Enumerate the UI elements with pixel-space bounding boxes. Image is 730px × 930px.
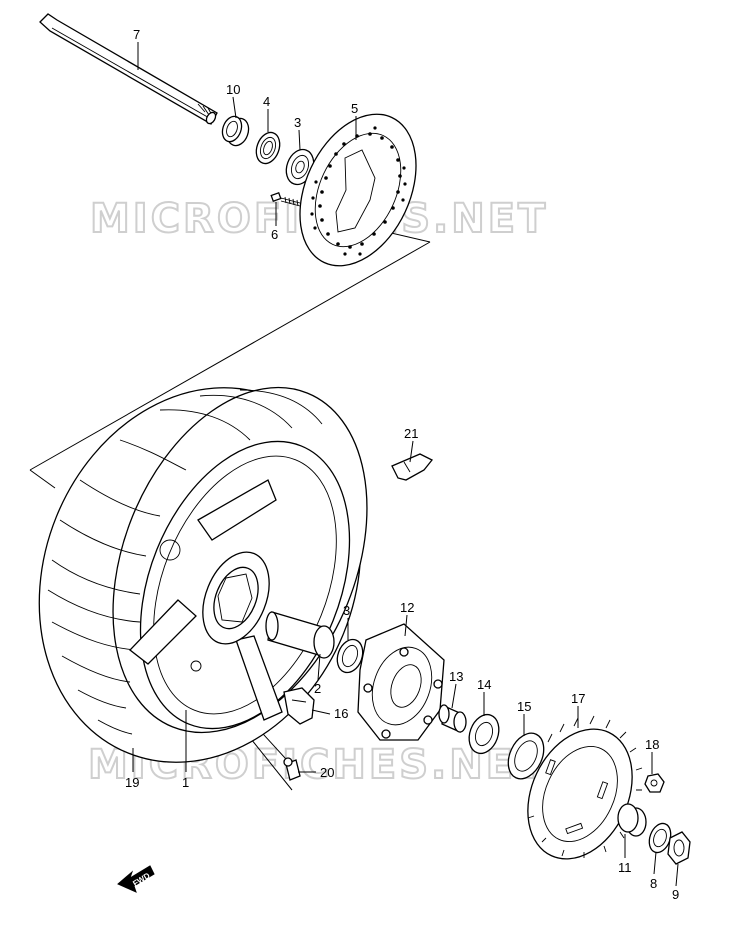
callout-11: 11 (618, 860, 632, 875)
axle-nut-part (667, 831, 691, 865)
callout-3-upper: 3 (294, 115, 301, 130)
nut-18-part (644, 773, 665, 793)
callout-1: 1 (182, 775, 189, 790)
oil-seal-15-part (507, 732, 545, 780)
callout-12: 12 (400, 600, 414, 615)
callout-16: 16 (334, 706, 348, 721)
callout-3-lower: 3 (343, 603, 350, 618)
washer-part (648, 822, 672, 854)
bearing-14-part (468, 713, 500, 755)
callout-2: 2 (314, 681, 321, 696)
wheel-rim-part (129, 440, 351, 730)
callout-4: 4 (263, 94, 270, 109)
sprocket-carrier-part (357, 623, 445, 741)
callout-19: 19 (125, 775, 139, 790)
collar-part (221, 115, 250, 147)
callout-9: 9 (672, 887, 679, 902)
callout-labels: 7 10 4 3 5 6 21 12 3 2 13 14 15 17 18 16… (125, 27, 679, 902)
collar-11-part (617, 803, 647, 837)
callout-7: 7 (133, 27, 140, 42)
callout-20: 20 (320, 765, 334, 780)
brake-disc-part (299, 113, 417, 267)
callout-15: 15 (517, 699, 531, 714)
clip-21-part (391, 453, 434, 481)
leader-lines (132, 42, 679, 887)
callout-6: 6 (271, 227, 278, 242)
clip-16-part (283, 687, 315, 725)
callout-14: 14 (477, 677, 491, 692)
disc-holes (310, 126, 407, 256)
oil-seal-part (255, 131, 281, 165)
callout-13: 13 (449, 669, 463, 684)
spacer-part (265, 611, 335, 659)
bearing-lower-part (336, 638, 364, 674)
axle-part (39, 13, 218, 125)
callout-17: 17 (571, 691, 585, 706)
callout-18: 18 (645, 737, 659, 752)
callout-8: 8 (650, 876, 657, 891)
forward-arrow: FWD (117, 865, 155, 893)
bolt-part (270, 191, 301, 207)
callout-21: 21 (404, 426, 418, 441)
valve-part (283, 757, 301, 781)
callout-5: 5 (351, 101, 358, 116)
callout-10: 10 (226, 82, 240, 97)
collar-13-part (438, 704, 467, 733)
